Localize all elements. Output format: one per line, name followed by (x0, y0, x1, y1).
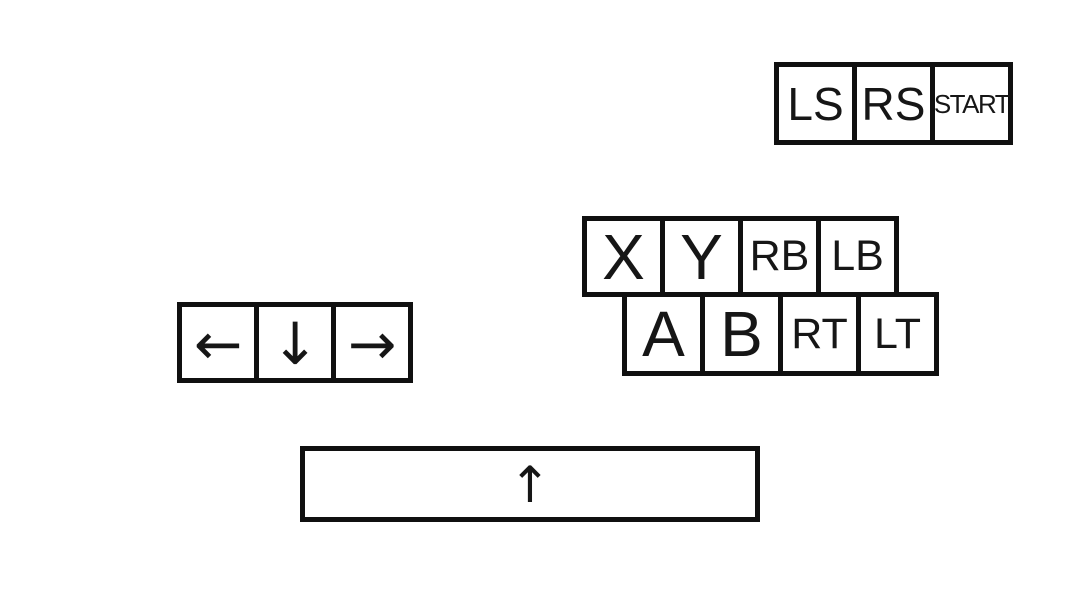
key-rt[interactable]: RT (778, 292, 861, 376)
key-start-label: START (933, 88, 1011, 119)
key-rs-label: RS (861, 77, 926, 130)
key-rt-label: RT (791, 309, 848, 358)
key-b-label: B (720, 298, 763, 370)
face-buttons-top-row: X Y RB LB (582, 216, 899, 297)
key-ls[interactable]: LS (774, 62, 857, 145)
key-rb-label: RB (749, 232, 810, 280)
key-rs[interactable]: RS (852, 62, 935, 145)
key-a-label: A (642, 298, 685, 370)
direction-keys-row: ← ↓ → (177, 302, 413, 383)
key-x-label: X (602, 220, 645, 293)
key-lb-label: LB (831, 232, 884, 280)
face-buttons-bottom-row: A B RT LT (622, 292, 939, 376)
key-b[interactable]: B (700, 292, 783, 376)
key-a[interactable]: A (622, 292, 705, 376)
key-arrow-left[interactable]: ← (177, 302, 259, 383)
system-keys-row: LS RS START (774, 62, 1013, 145)
key-spacebar-up[interactable]: ↑ (300, 446, 760, 522)
key-lb[interactable]: LB (816, 216, 899, 297)
key-x[interactable]: X (582, 216, 665, 297)
key-lt[interactable]: LT (856, 292, 939, 376)
key-ls-label: LS (787, 77, 844, 130)
key-start[interactable]: START (930, 62, 1013, 145)
down-arrow-icon: ↓ (270, 309, 320, 378)
key-arrow-right[interactable]: → (331, 302, 413, 383)
right-arrow-icon: → (347, 309, 397, 378)
key-y[interactable]: Y (660, 216, 743, 297)
up-arrow-icon: ↑ (509, 456, 551, 514)
key-y-label: Y (680, 220, 723, 293)
key-lt-label: LT (874, 309, 921, 358)
key-arrow-down[interactable]: ↓ (254, 302, 336, 383)
left-arrow-icon: ← (193, 309, 243, 378)
key-rb[interactable]: RB (738, 216, 821, 297)
